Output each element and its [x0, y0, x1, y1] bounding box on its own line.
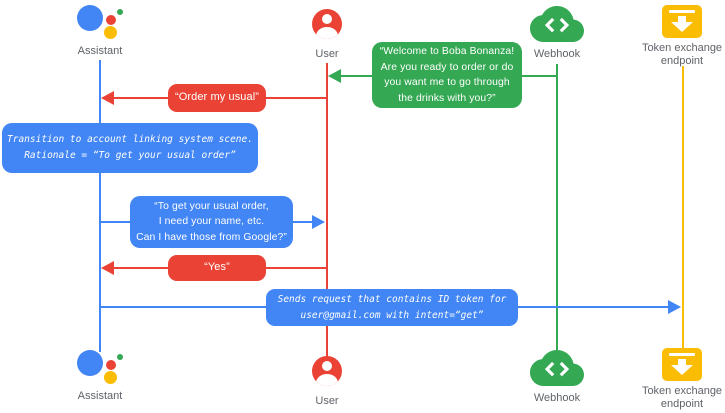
- message-text: “Welcome to Boba Bonanza!: [379, 46, 515, 57]
- send-token-arrowhead-icon: [668, 300, 681, 314]
- user-lifeline: [326, 63, 328, 357]
- ask-arrowhead-icon: [312, 215, 325, 229]
- cloud-code-icon: [530, 350, 584, 386]
- yes-arrowhead-icon: [101, 261, 114, 275]
- actor-label: Webhook: [533, 392, 581, 404]
- message-text: “Yes”: [204, 261, 230, 274]
- note-text: user@gmail.com with intent=“get”: [300, 309, 484, 321]
- token-archive-icon: [662, 5, 702, 38]
- token-archive-icon: [662, 348, 702, 381]
- webhook-lifeline: [556, 64, 558, 351]
- google-assistant-icon: [74, 2, 126, 40]
- order-arrowhead-icon: [101, 91, 114, 105]
- cloud-code-icon: [530, 6, 584, 42]
- actor-label: User: [315, 48, 339, 60]
- note-text: Sends request that contains ID token for: [277, 293, 507, 305]
- actor-label: User: [315, 395, 339, 407]
- note-text: Rationale = “To get your usual order”: [24, 150, 236, 161]
- transition-note-bubble: Transition to account linking system sce…: [2, 123, 258, 173]
- send-token-bubble: Sends request that contains ID token for…: [266, 289, 518, 326]
- welcome-arrowhead-icon: [328, 69, 341, 83]
- yes-bubble: “Yes”: [168, 255, 266, 281]
- message-text: “Order my usual”: [174, 91, 260, 104]
- message-text: the drinks with you?”: [398, 92, 496, 104]
- user-icon: [312, 356, 342, 386]
- actor-token-endpoint-top: Token exchange endpoint: [627, 5, 725, 68]
- assistant-lifeline: [99, 60, 101, 352]
- actor-assistant-bottom: Assistant: [45, 347, 155, 403]
- message-text: Can I have those from Google?”: [136, 231, 287, 243]
- message-text: “To get your usual order,: [154, 200, 269, 212]
- message-text: I need your name, etc.: [158, 216, 265, 228]
- actor-label: Token exchange endpoint: [641, 385, 723, 410]
- welcome-message-bubble: “Welcome to Boba Bonanza! Are you ready …: [372, 42, 522, 108]
- message-text: you want me to go through: [384, 77, 510, 88]
- actor-user-bottom: User: [272, 356, 382, 408]
- actor-label: Assistant: [77, 45, 123, 57]
- actor-label: Assistant: [77, 390, 123, 402]
- order-usual-bubble: “Order my usual”: [168, 84, 266, 112]
- note-text: Transition to account linking system sce…: [7, 134, 253, 145]
- actor-label: Webhook: [533, 48, 581, 60]
- actor-token-endpoint-bottom: Token exchange endpoint: [627, 348, 725, 411]
- actor-label: Token exchange endpoint: [641, 42, 723, 67]
- actor-webhook-top: Webhook: [502, 6, 612, 61]
- user-icon: [312, 9, 342, 39]
- actor-assistant-top: Assistant: [45, 2, 155, 58]
- token-endpoint-lifeline: [682, 66, 684, 349]
- ask-google-bubble: “To get your usual order, I need your na…: [130, 196, 293, 248]
- google-assistant-icon: [74, 347, 126, 385]
- message-text: Are you ready to order or do: [380, 61, 514, 73]
- actor-webhook-bottom: Webhook: [502, 350, 612, 405]
- actor-user-top: User: [272, 9, 382, 61]
